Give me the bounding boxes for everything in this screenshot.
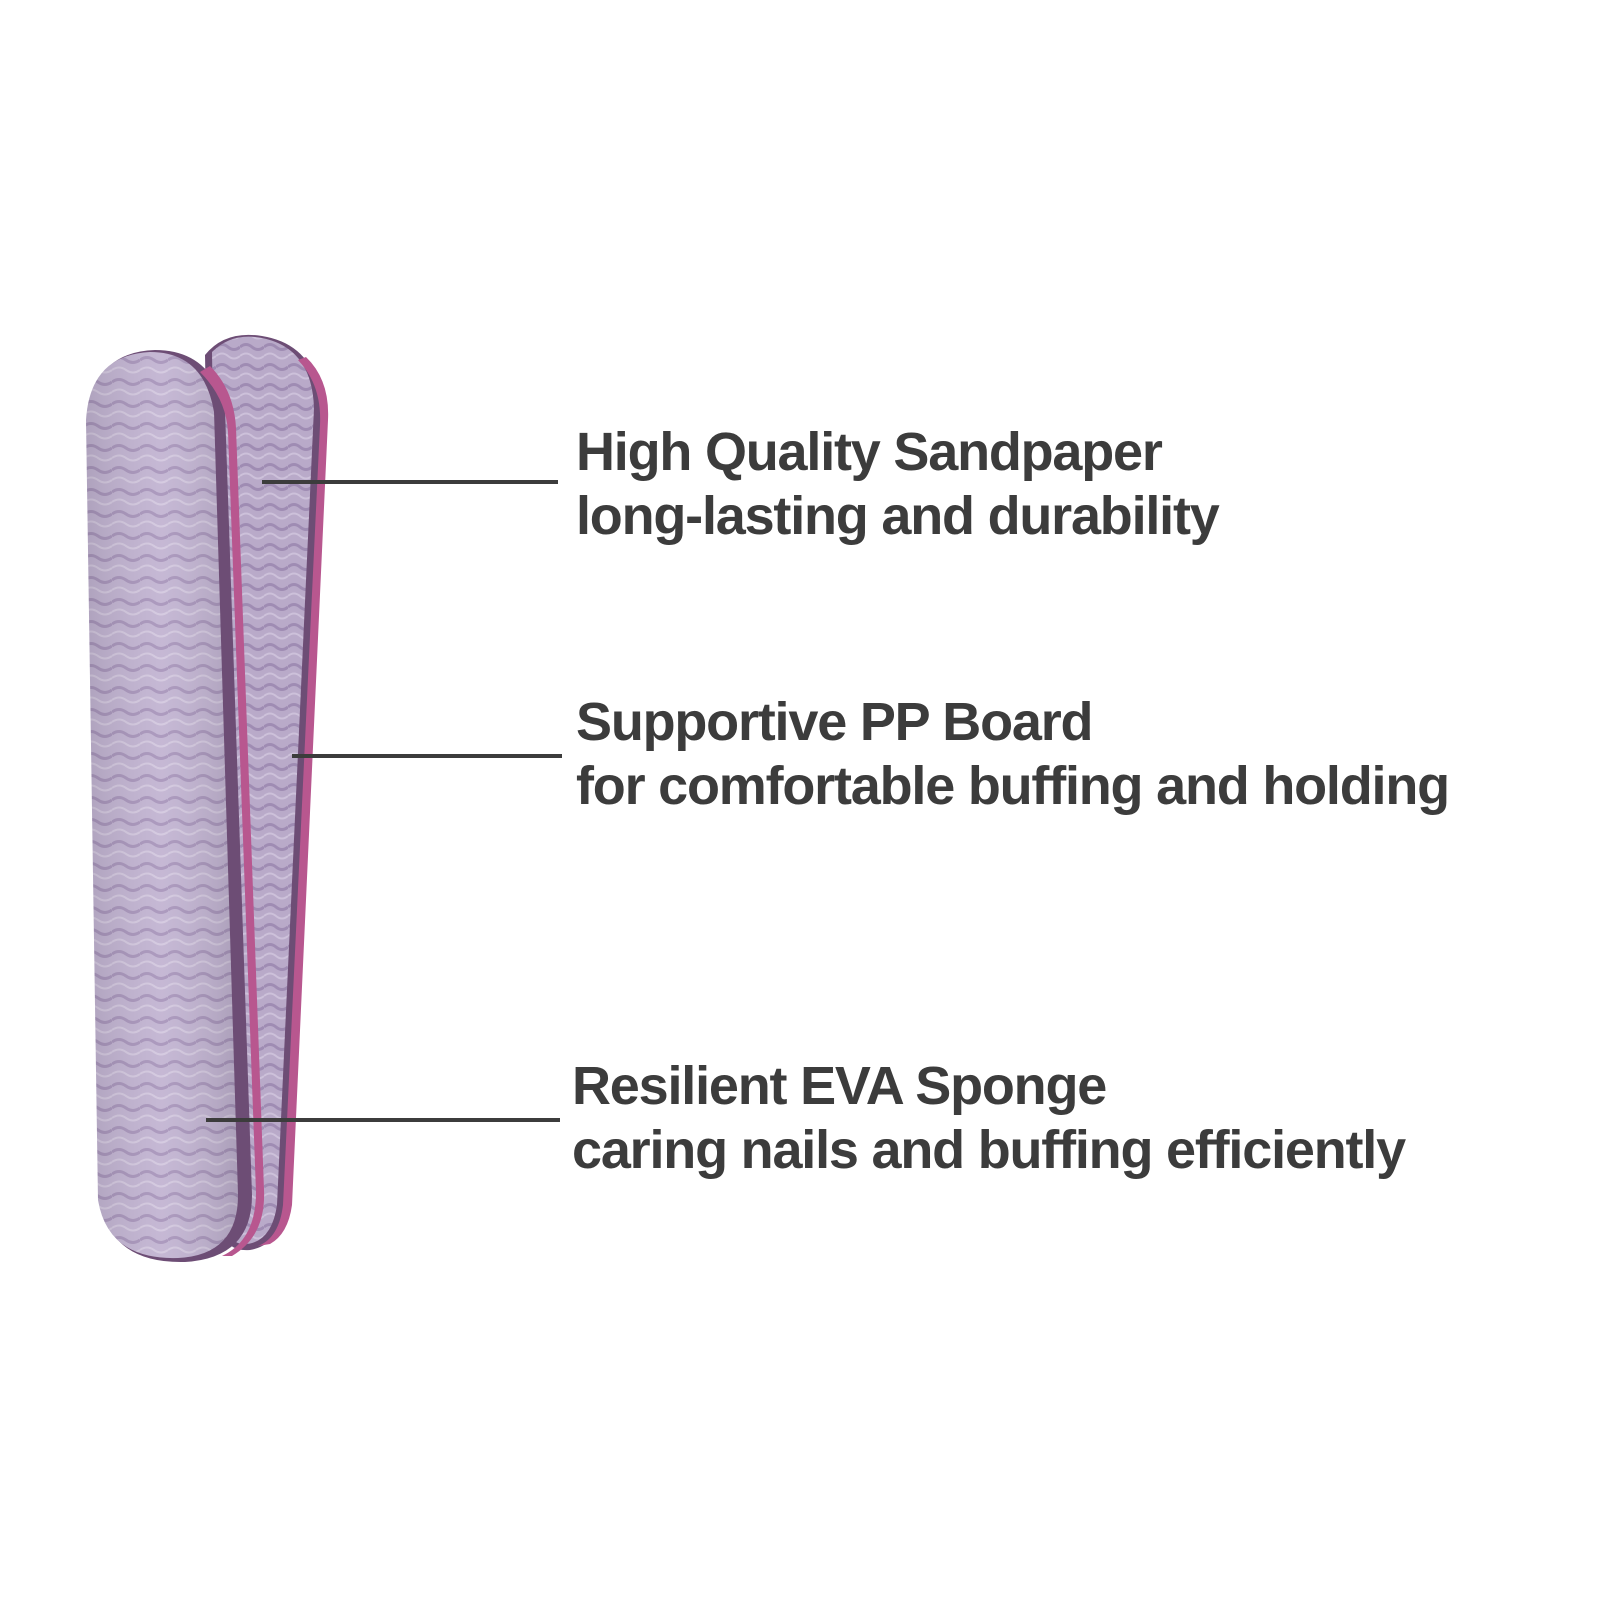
callout-eva-sponge: Resilient EVA Sponge caring nails and bu… bbox=[572, 1054, 1406, 1182]
callout-eva-sponge-subtitle: caring nails and buffing efficiently bbox=[572, 1120, 1406, 1180]
front-nail-file bbox=[86, 350, 265, 1263]
callout-sandpaper-subtitle: long-lasting and durability bbox=[576, 486, 1220, 546]
callout-pp-board-subtitle: for comfortable buffing and holding bbox=[576, 756, 1450, 816]
callout-eva-sponge-title: Resilient EVA Sponge bbox=[572, 1056, 1107, 1116]
callout-pp-board: Supportive PP Board for comfortable buff… bbox=[576, 690, 1450, 818]
callout-sandpaper: High Quality Sandpaper long-lasting and … bbox=[576, 420, 1220, 548]
callout-line-pp-board bbox=[292, 754, 562, 758]
callout-line-sandpaper bbox=[262, 480, 558, 484]
callout-pp-board-title: Supportive PP Board bbox=[576, 692, 1094, 752]
callout-sandpaper-title: High Quality Sandpaper bbox=[576, 422, 1163, 482]
callout-line-eva-sponge bbox=[206, 1118, 560, 1122]
